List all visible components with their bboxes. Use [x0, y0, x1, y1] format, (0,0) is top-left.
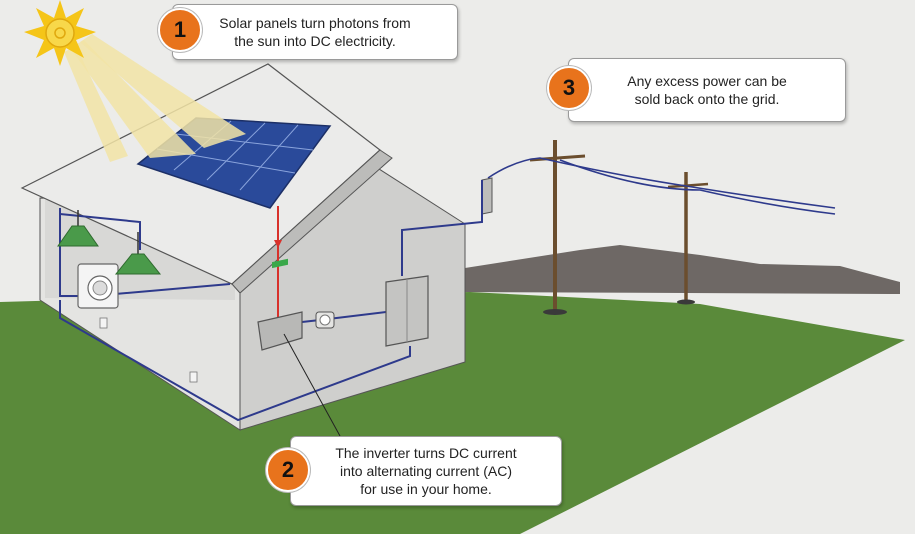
roof-edge: [231, 149, 393, 294]
wall-outlet-icon: [99, 317, 108, 329]
step-1-text-line-2: the sun into DC electricity.: [234, 33, 396, 49]
step-2-text-line-1: The inverter turns DC current: [335, 445, 517, 461]
sunbeam: [64, 46, 128, 162]
ac-wire: [401, 180, 483, 276]
sun-icon: [24, 0, 96, 66]
step-3-badge: 3: [547, 66, 591, 110]
step-2-badge: 2: [266, 448, 310, 492]
step-1-callout: Solar panels turn photons from the sun i…: [172, 4, 458, 60]
step-1-badge: 1: [158, 8, 202, 52]
ceiling-lamp-icon: [57, 210, 99, 247]
utility-pole-icon: [529, 140, 586, 315]
ceiling-lamp-icon: [114, 232, 162, 275]
chimney: [481, 177, 493, 215]
step-2-text-line-3: for use in your home.: [360, 481, 492, 497]
ac-wire: [59, 208, 231, 297]
step-1-text-line-1: Solar panels turn photons from: [219, 15, 411, 31]
step-3-callout: Any excess power can be sold back onto t…: [568, 58, 846, 122]
power-line: [559, 159, 836, 215]
breaker-panel-icon: [385, 275, 429, 347]
utility-pole-icon: [667, 172, 709, 305]
callout-leader: [283, 333, 341, 437]
ac-wire: [59, 213, 141, 250]
dc-wire-arrow: [274, 240, 282, 248]
sunbeam: [80, 34, 246, 148]
washing-machine-icon: [77, 263, 119, 309]
distant-hills: [465, 245, 900, 294]
sunbeam: [70, 40, 196, 158]
step-3-text-line-2: sold back onto the grid.: [634, 91, 780, 107]
step-2-callout: The inverter turns DC current into alter…: [290, 436, 562, 506]
ac-wire: [59, 300, 411, 422]
wall-outlet-icon: [189, 371, 198, 383]
step-2-text-line-2: into alternating current (AC): [340, 463, 512, 479]
step-3-text-line-1: Any excess power can be: [627, 73, 787, 89]
electric-meter-icon: [315, 311, 335, 329]
power-line: [487, 157, 836, 209]
inverter-icon: [257, 258, 303, 351]
